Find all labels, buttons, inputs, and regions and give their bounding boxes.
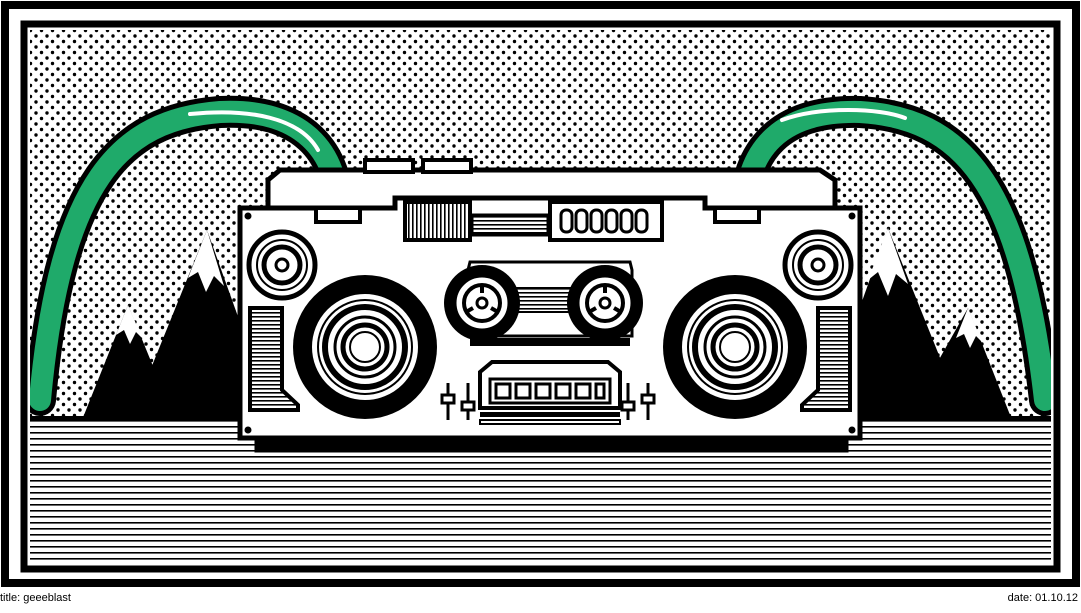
side-grille-left (248, 306, 300, 412)
green-cable-left (30, 95, 355, 416)
tweeter-left (246, 229, 318, 301)
cassette-reel-right (567, 265, 643, 341)
control-panel (478, 360, 622, 425)
boombox (237, 158, 863, 453)
green-cable-right (729, 95, 1051, 416)
slider-left-2 (460, 383, 476, 420)
top-buttons (559, 208, 649, 234)
slider-right-1 (620, 383, 636, 420)
tweeter-right (782, 229, 854, 301)
caption-date: date: 01.10.12 (1007, 592, 1078, 604)
cassette-reel-left (444, 265, 520, 341)
slider-left-1 (440, 383, 456, 420)
woofer-right (663, 275, 807, 419)
side-grille-right (800, 306, 852, 412)
slider-right-2 (640, 383, 656, 420)
woofer-left (293, 275, 437, 419)
caption-title: title: geeeblast (0, 592, 71, 604)
